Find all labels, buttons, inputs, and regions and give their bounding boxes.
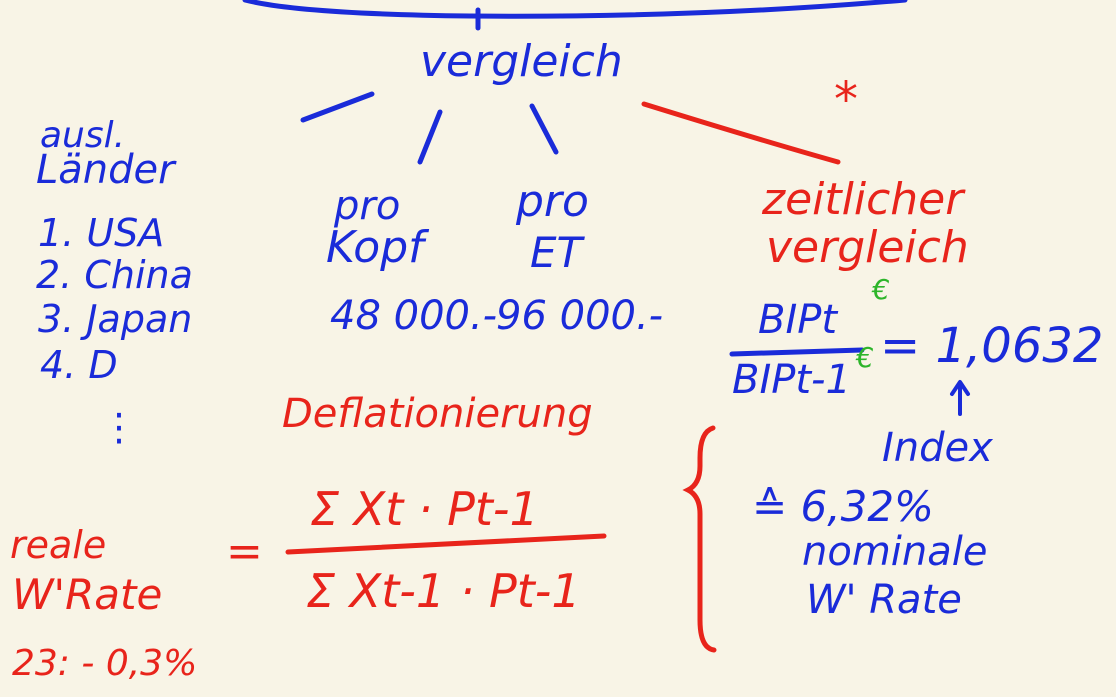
inflation-note: 23: - 0,3% <box>12 643 198 684</box>
currency-bottom: € <box>856 341 874 374</box>
nominal-line2: W' Rate <box>806 577 962 623</box>
bip-result: = 1,0632 <box>880 318 1104 374</box>
per-head-label-line1: pro <box>334 183 401 229</box>
per-head-value: 48 000.- <box>330 293 498 339</box>
nominal-line1: nominale <box>802 529 988 575</box>
index-arrow-head <box>950 380 970 396</box>
bip-numerator: BIPt <box>758 297 838 343</box>
deflation-denominator: Σ Xt-1 · Pt-1 <box>306 564 581 618</box>
curly-brace <box>682 425 717 653</box>
temporal-heading-line2: vergleich <box>766 222 969 273</box>
top-bracket-arc <box>242 0 908 19</box>
ranking-item-4: 4. D <box>40 343 118 387</box>
ranking-ellipsis: ⋮ <box>100 405 138 449</box>
branch-left <box>300 91 375 123</box>
index-label: Index <box>882 425 993 471</box>
ranking-heading-line2: Länder <box>36 147 175 193</box>
ranking-item-1: 1. USA <box>38 211 165 255</box>
temporal-asterisk: * <box>834 72 858 128</box>
deflation-numerator: Σ Xt · Pt-1 <box>310 482 539 536</box>
real-rate-line2: W'Rate <box>12 570 163 619</box>
ranking-heading-line1: ausl. <box>40 115 126 156</box>
per-head-label-line2: Kopf <box>326 222 424 273</box>
deflation-equals: = <box>226 526 263 577</box>
branch-mid-left <box>417 109 443 165</box>
bip-denominator: BIPt-1 <box>732 357 851 403</box>
real-rate-line1: reale <box>10 523 107 567</box>
per-et-label-line1: pro <box>516 176 589 227</box>
ranking-item-3: 3. Japan <box>38 297 193 341</box>
deflation-fraction-bar <box>285 533 607 555</box>
bip-fraction-bar <box>729 347 865 357</box>
currency-top: € <box>872 273 890 306</box>
title-vergleich: vergleich <box>420 36 623 87</box>
per-et-value: 96 000.- <box>496 293 664 339</box>
percent-equivalent: ≙ 6,32% <box>752 482 934 531</box>
branch-right <box>641 101 841 165</box>
branch-mid-right <box>529 103 559 155</box>
deflation-heading: Deflationierung <box>282 391 593 437</box>
temporal-heading-line1: zeitlicher <box>762 174 964 225</box>
per-et-label-line2: ET <box>530 228 583 277</box>
ranking-item-2: 2. China <box>36 253 193 297</box>
